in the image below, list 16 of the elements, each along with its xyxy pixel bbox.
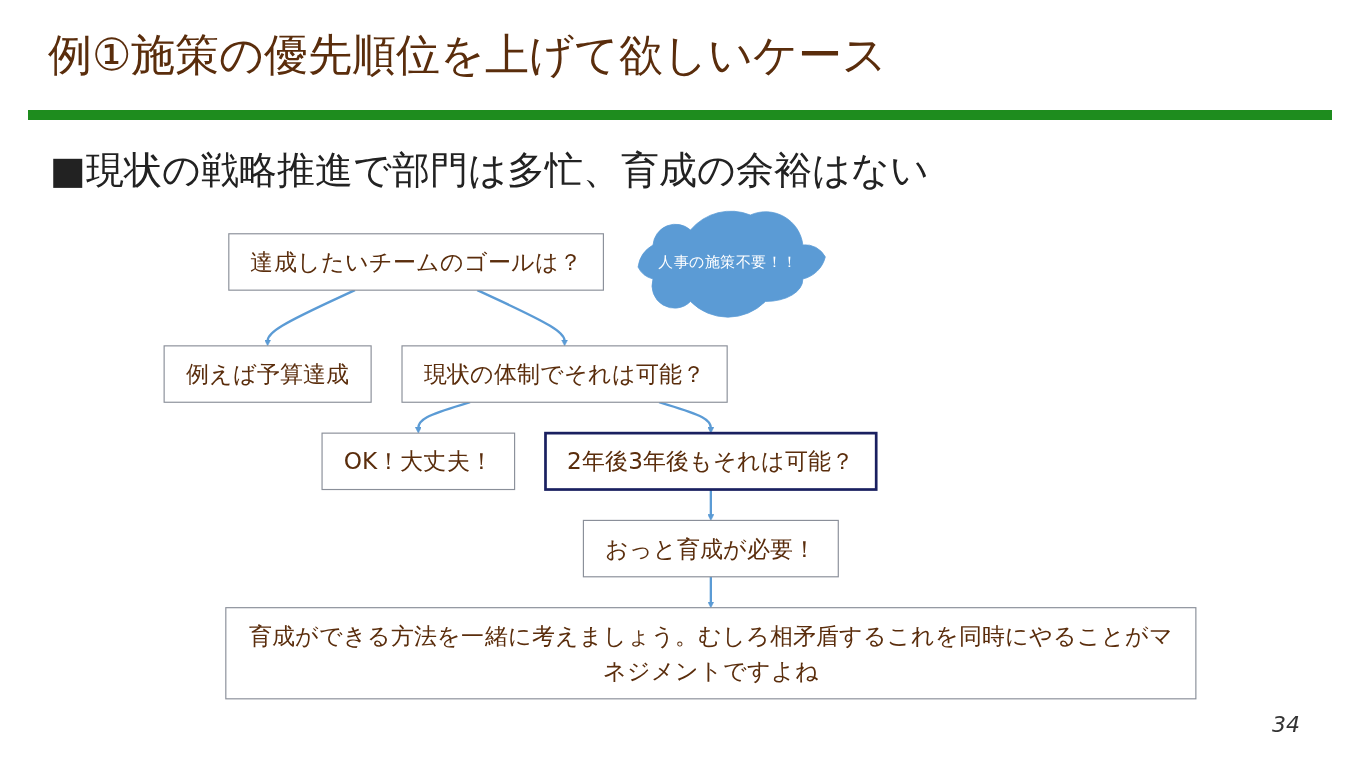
slide-title: 例①施策の優先順位を上げて欲しいケース (48, 28, 888, 82)
arrow (658, 401, 715, 434)
arrow (414, 401, 471, 434)
node-box: おっと育成が必要！ (582, 519, 839, 578)
page-number: 34 (1272, 712, 1300, 737)
node-box: OK！大丈夫！ (321, 432, 516, 491)
node-box: 現状の体制でそれは可能？ (401, 345, 728, 403)
arrow (707, 489, 715, 521)
arrow (707, 576, 715, 608)
node-box: 達成したいチームのゴールは？ (228, 233, 604, 291)
node-box: 例えば予算達成 (163, 345, 372, 403)
node-box: 育成ができる方法を一緒に考えましょう。むしろ相矛盾するこれを同時にやることがマネジメントですよね (225, 607, 1197, 700)
bullet-heading: ■現状の戦略推進で部門は多忙、育成の余裕はない (50, 147, 929, 194)
arrow (264, 289, 356, 347)
node-box: 2年後3年後もそれは可能？ (544, 431, 878, 491)
arrow (476, 289, 568, 347)
